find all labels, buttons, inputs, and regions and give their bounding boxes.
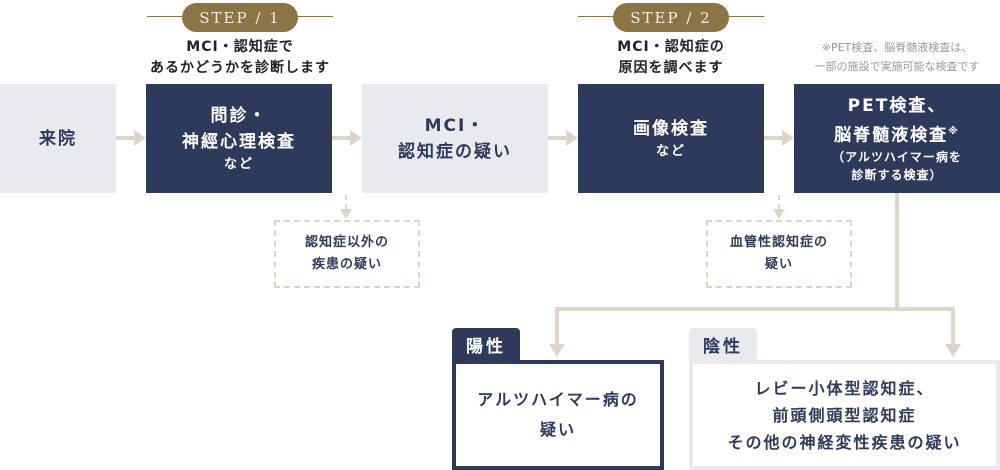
box-label: その他の神経変性疾患の疑い	[727, 432, 962, 452]
note-line: 一部の施設で実施可能な検査です	[814, 60, 980, 73]
box-label: 疑い	[764, 257, 793, 272]
box-sub: など	[655, 143, 686, 159]
box-imaging: 画像検査 など	[578, 84, 764, 193]
box-label: 疑い	[539, 420, 576, 439]
box-label: 認知症の疑い	[398, 141, 512, 162]
box-label: 来院	[39, 128, 77, 149]
box-label: 問診・	[210, 105, 268, 126]
box-sub: 診断する検査）	[851, 168, 943, 183]
box-label: 前頭側頭型認知症	[772, 405, 917, 425]
box-label: アルツハイマー病の	[477, 390, 639, 409]
box-negative: レビー小体型認知症、 前頭側頭型認知症 その他の神経変性疾患の疑い	[689, 360, 1000, 470]
box-label: 神經心理検査	[182, 131, 296, 152]
box-sub: （アルツハイマー病を	[832, 150, 962, 165]
step2-caption: MCI・認知症の 原因を調べます	[561, 37, 781, 79]
caption-line: MCI・認知症の	[617, 39, 725, 55]
box-label: MCI・	[424, 115, 486, 136]
negative-tab: 陰性	[689, 328, 757, 361]
box-label: レビー小体型認知症、	[754, 378, 935, 398]
note-line: ※PET検査、脳脊髄液検査は、	[821, 41, 973, 54]
box-sub: など	[223, 156, 254, 172]
positive-tab: 陽性	[452, 328, 520, 361]
box-visit: 来院	[0, 84, 116, 193]
step2-badge: STEP / 2	[613, 3, 729, 32]
box-interview: 問診・ 神經心理検査 など	[146, 84, 332, 193]
box-mci-suspect: MCI・ 認知症の疑い	[362, 84, 548, 193]
box-label: 血管性認知症の	[729, 235, 828, 250]
step1-badge: STEP / 1	[182, 3, 298, 32]
step1-caption: MCI・認知症で あるかどうかを診断します	[130, 37, 350, 79]
box-vascular: 血管性認知症の 疑い	[706, 220, 852, 288]
caption-line: あるかどうかを診断します	[150, 60, 330, 76]
box-other-disease: 認知症以外の 疾患の疑い	[274, 220, 420, 288]
box-label: 疾患の疑い	[311, 257, 382, 272]
caption-line: 原因を調べます	[618, 60, 724, 76]
pet-note: ※PET検査、脳脊髄液検査は、 一部の施設で実施可能な検査です	[790, 38, 1000, 76]
caption-line: MCI・認知症で	[186, 39, 294, 55]
box-label: 脳脊髄液検査	[834, 125, 949, 146]
box-pet: PET検査、 脳脊髄液検査※ （アルツハイマー病を 診断する検査）	[794, 84, 1000, 193]
box-label: 認知症以外の	[304, 235, 389, 250]
note-mark: ※	[948, 125, 960, 137]
box-label: PET検査、	[847, 95, 947, 116]
box-label: 画像検査	[633, 118, 709, 139]
box-positive: アルツハイマー病の 疑い	[452, 360, 664, 470]
